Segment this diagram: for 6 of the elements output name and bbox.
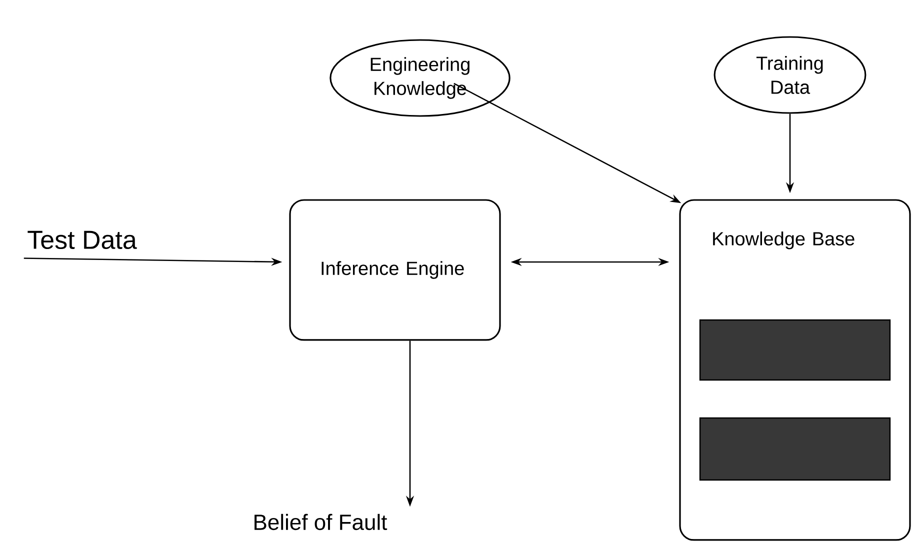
process-box: Knowledge Base bbox=[679, 199, 911, 541]
shaded-box bbox=[699, 319, 891, 381]
label-text: Test Data bbox=[28, 230, 137, 250]
process-box: Inference Engine bbox=[289, 199, 501, 341]
shaded-box bbox=[699, 417, 891, 481]
label-text: Belief of Fault bbox=[254, 514, 388, 530]
